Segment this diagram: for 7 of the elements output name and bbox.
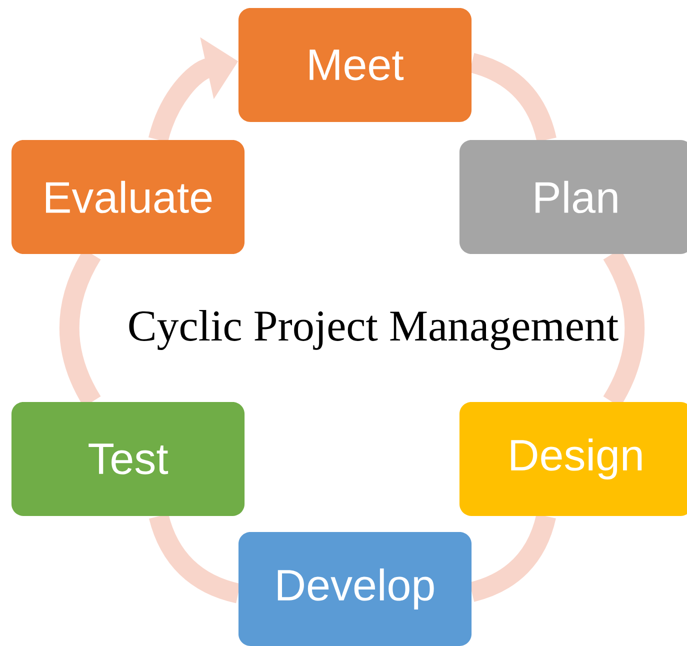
title: Cyclic Project Management <box>129 310 618 350</box>
process-box: Test <box>11 402 245 516</box>
process-box: Meet <box>238 8 472 122</box>
process-box: Design <box>459 402 687 516</box>
process-box: Evaluate <box>11 140 245 254</box>
process-box: Plan <box>459 140 687 254</box>
process-box: Develop <box>238 532 472 646</box>
